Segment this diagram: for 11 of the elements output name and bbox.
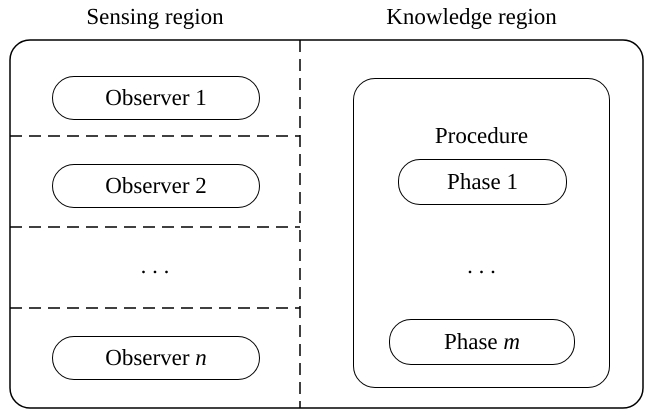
ellipsis-text: . . . [140,253,170,279]
observer-box: Observer 1 [52,76,260,120]
phase-box: Phase m [389,319,575,365]
procedure-heading: Procedure [434,123,530,149]
ellipsis-text: . . . [466,253,497,279]
region-heading: Sensing region [85,4,225,30]
observer-box: Observer 2 [52,164,260,208]
phase-box: Phase 1 [398,159,567,205]
observer-box: Observer n [52,336,260,380]
region-heading: Knowledge region [385,4,558,30]
procedure-box [353,78,610,388]
